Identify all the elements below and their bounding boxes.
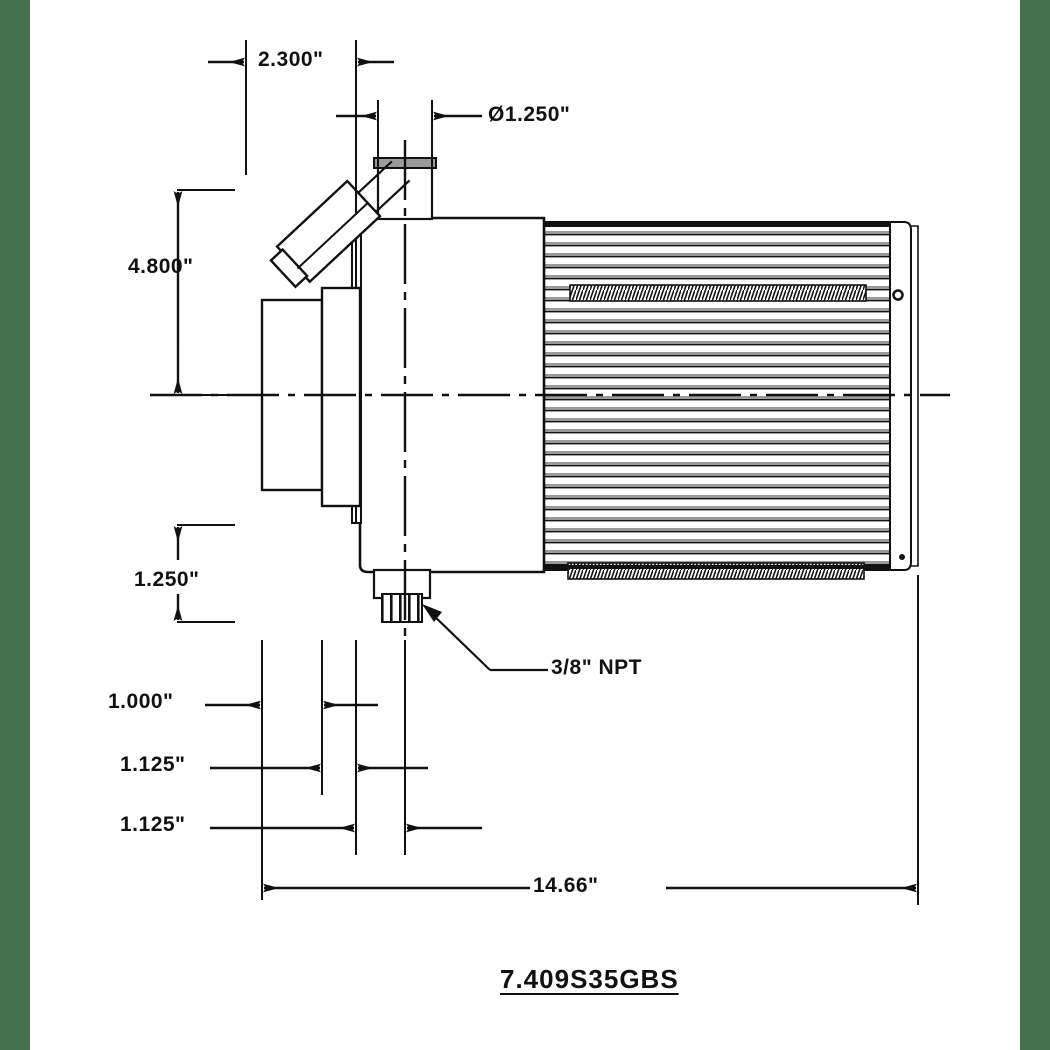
dimension-label-2300: 2.300" (258, 48, 324, 71)
bottom-npt-port (372, 568, 432, 623)
drawing-sheet: 2.300" Ø1.250" 4.800" 1.250" 1.000" 1.12… (30, 0, 1020, 1050)
centerlines (150, 140, 950, 640)
dimension-label-1125-a: 1.125" (120, 753, 186, 776)
npt-leader-line (422, 604, 548, 672)
technical-drawing-svg (150, 40, 950, 905)
extension-lines (177, 40, 919, 905)
dimension-label-1000: 1.000" (108, 690, 174, 713)
dimension-label-1125-b: 1.125" (120, 813, 186, 836)
right-end-cap (889, 221, 919, 571)
motor-housing-group (260, 157, 919, 623)
dimension-label-4800: 4.800" (128, 255, 194, 278)
shaft-pilot-boss (260, 286, 362, 508)
part-number-label: 7.409S35GBS (500, 964, 679, 994)
dimension-label-1250: 1.250" (134, 568, 200, 591)
dimension-label-overall-length: 14.66" (533, 874, 599, 897)
dimension-lines (173, 57, 917, 893)
dimension-label-bore: Ø1.250" (488, 103, 571, 126)
angled-conduit-connector (269, 160, 411, 289)
callout-label-npt: 3/8" NPT (551, 656, 642, 679)
finned-barrel (539, 221, 891, 580)
